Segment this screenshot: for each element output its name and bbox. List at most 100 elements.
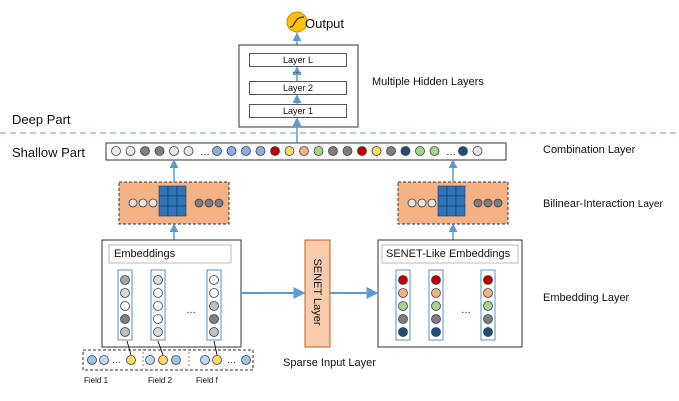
bilinear-cube [455,195,466,207]
combination-dot [299,146,309,156]
bilinear-cube [437,185,448,197]
sparse-feature-dot [145,355,155,365]
embedding-dot [153,288,163,298]
sparse-feature-dot [126,355,136,365]
embedding-dot [120,327,130,337]
embedding-dot [209,288,219,298]
combination-dot [183,146,194,156]
embedding-layer-label: Embedding Layer [543,292,630,304]
output-label: Output [305,16,345,31]
senet-embeddings-ellipsis: … [461,305,471,316]
combination-dot [313,146,324,156]
sparse-feature-dot [87,355,97,365]
bilinear-cube [446,195,457,207]
embedding-dot [209,301,219,311]
sparse-feature-dot [200,355,210,365]
hidden-layers-label: Multiple Hidden Layers [372,76,484,88]
embedding-dot [120,301,130,311]
combination-layer-label: Combination Layer [543,144,636,156]
bilinear-output-dot [194,198,204,208]
senet-embedding-dot [483,314,493,324]
bilinear-cube [158,205,169,217]
bilinear-cube [167,185,178,197]
sparse-to-embedding-line [213,340,218,356]
bilinear-cube [167,205,178,217]
bilinear-output-dot [473,198,483,208]
combination-dot [154,146,165,156]
senet-embedding-dot [483,301,493,311]
sparse-feature-dot [212,355,222,365]
senet-embedding-dot [398,314,408,324]
sparse-feature-dot [158,355,168,365]
sparse-feature-dot [241,355,251,365]
bilinear-input-dot [427,198,437,208]
sigmoid-curve-icon [289,16,305,28]
embedding-dot [209,314,219,324]
field-2-label: Field 2 [148,376,173,385]
bilinear-cube [446,185,457,197]
hidden-layer-2: Layer 2 [249,81,347,95]
bilinear-cube [455,205,466,217]
bilinear-output-dot [214,198,224,208]
bilinear-cube [158,195,169,207]
embedding-dot [120,314,130,324]
bilinear-output-dot [493,198,503,208]
combination-dot [212,146,222,156]
combination-dot [328,146,338,156]
senet-embedding-dot [398,288,408,298]
combination-dot [371,146,382,156]
deep-part-label: Deep Part [12,112,71,127]
bilinear-input-dot [407,198,417,208]
combination-dot [429,146,440,156]
bilinear-cube [437,195,448,207]
senet-embedding-dot [431,327,441,337]
senet-embedding-dot [398,275,408,285]
combination-dot [284,146,295,156]
combination-dot [125,146,136,156]
bilinear-cube [176,185,187,197]
combination-dot [241,146,251,156]
senet-embeddings-title-box [381,244,519,264]
sparse-input-box [82,349,254,371]
bilinear-input-dot [138,198,148,208]
embedding-dot [209,327,219,337]
combination-dot [357,146,367,156]
combination-dot [415,146,425,156]
senet-embedding-dot [398,327,408,337]
combination-dot [169,146,179,156]
combination-dot [472,146,483,156]
combination-dot [226,146,237,156]
bilinear-input-dot [128,198,138,208]
embeddings-title-box [108,244,232,264]
combination-dot [140,146,150,156]
sigmoid-icon [286,11,308,33]
senet-embedding-dot [431,288,441,298]
senet-layer-label: SENET Layer [311,258,323,326]
combination-dot [386,146,396,156]
combination-dot [255,146,266,156]
embeddings-title: Embeddings [114,248,176,260]
senet-embedding-dot [483,288,493,298]
sparse-to-embedding-line [126,340,132,356]
senet-layer-box [304,239,331,348]
embeddings-ellipsis: … [186,305,196,316]
sparse-ellipsis: … [112,355,121,365]
combination-dot [458,146,468,156]
senet-embedding-dot [431,275,441,285]
embedding-dot [120,288,130,298]
combination-dot [111,146,121,156]
bilinear-layer-label: Bilinear-Interaction Layer [543,198,663,210]
combination-ellipsis: … [446,147,456,158]
hidden-layer-L: Layer L [249,53,347,67]
senet-embeddings-title: SENET-Like Embeddings [386,248,511,260]
bilinear-cube [167,195,178,207]
bilinear-output-dot [483,198,493,208]
senet-embedding-dot [483,327,493,337]
senet-embedding-dot [398,301,408,311]
bilinear-output-dot [204,198,214,208]
embedding-dot [153,301,163,311]
combination-dot [342,146,353,156]
hidden-layers-ellipsis: … [292,65,302,76]
embedding-dot [120,275,130,285]
combination-dot [270,146,280,156]
